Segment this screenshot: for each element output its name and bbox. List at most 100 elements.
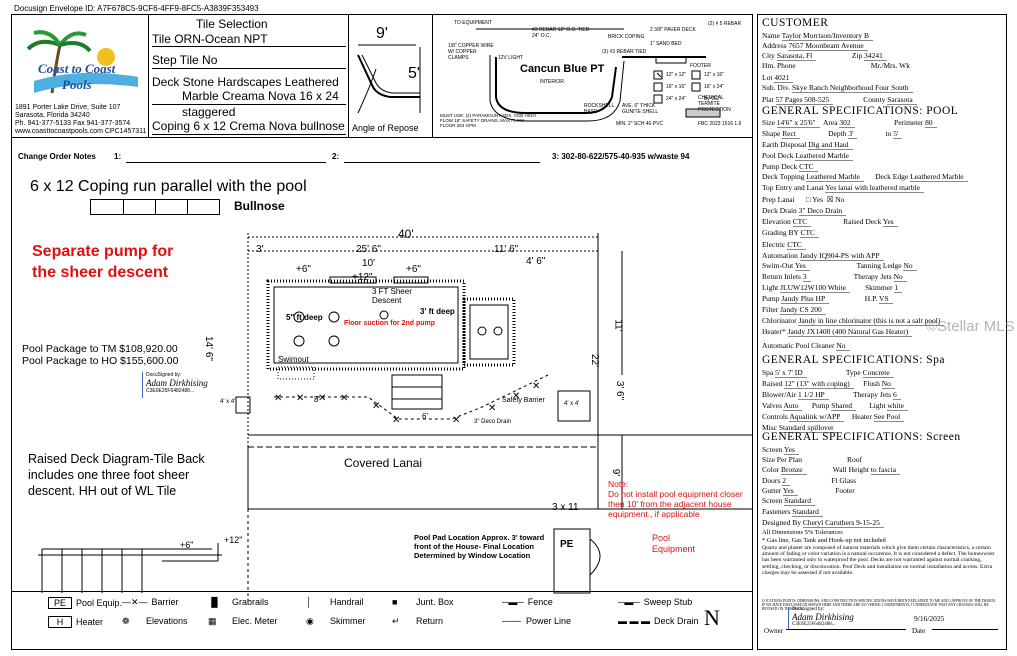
legend-label: Grabrails xyxy=(232,597,269,607)
pad-3x11: 3 x 11 xyxy=(552,502,579,513)
pe-label: PE xyxy=(560,539,574,550)
pool-size: 14'6" x 25'6" xyxy=(776,118,820,128)
dim-25-6: 25' 6" xyxy=(356,244,381,255)
owner-line xyxy=(786,629,906,630)
dim-4x4-left: 4' x 4' xyxy=(220,399,236,405)
change-order-label: Change Order Notes xyxy=(18,152,96,161)
legend-symbol-icon: ─▬─ xyxy=(618,597,640,607)
size-by-oc: By OC xyxy=(704,96,719,102)
legend-label: Pool Equip. xyxy=(76,598,123,608)
filter-row: Filter Jandy CS 200 xyxy=(762,305,826,315)
legend-symbol-icon: │ xyxy=(306,597,312,607)
pool-cross-section: Cancun Blue PT TO EQUIPMENT #3 REBAR 12"… xyxy=(436,17,748,135)
top-entry-row: Top Entry and Lanai Yes lanai with leath… xyxy=(762,183,924,193)
spa-misc: Standard spillover xyxy=(778,423,838,433)
section-fbc: FBC 2023 1516 1.6 xyxy=(698,121,742,127)
fine-print-1: Quartz and plaster are composed of natur… xyxy=(762,545,995,576)
spa-size: 5' x 7' ID xyxy=(775,368,807,378)
screen-gutter: Yes xyxy=(782,486,798,496)
change-order-1-line xyxy=(126,162,326,163)
prep-lanai-row: Prep Lanai □ Yes ☒ No xyxy=(762,195,845,204)
section-gunite: AVE. 6" THICK GUNITE SHELL xyxy=(622,103,659,115)
dim-9: 9' xyxy=(610,468,622,477)
screen-doors: 2 xyxy=(782,476,790,486)
legend-label: Skimmer xyxy=(330,616,366,626)
owner-docusigned-label: DocuSigned by: xyxy=(792,607,825,612)
spa-misc-row: Misc Standard spillover xyxy=(762,423,838,433)
legend-symbol-icon: ■ xyxy=(392,597,398,607)
raised-plus6: +6" xyxy=(180,540,194,550)
docusign-signature-box: DocuSigned by: Adam Dirkhising C3E0E25F6… xyxy=(142,372,222,398)
spa-raised-row: Raised 12" (13" with coping) Flush No xyxy=(762,379,895,389)
prep-lanai-no-checkbox: ☒ No xyxy=(826,195,845,204)
customer-lot: 4021 xyxy=(774,73,794,83)
header-divider-v3 xyxy=(432,15,433,137)
logo-line1: Coast to Coast xyxy=(38,61,116,76)
elevation: CTC xyxy=(792,217,812,227)
spa-controls: Aqualink w/APP xyxy=(789,412,845,422)
pool-depth-from: 3' xyxy=(848,129,858,139)
customer-county: Sarasota xyxy=(887,95,917,105)
legend-divider xyxy=(12,591,752,592)
palm-tree-logo-icon xyxy=(26,30,138,94)
legend-symbol-icon: ─── xyxy=(502,616,522,626)
automation: Jandy IQ904-PS with APP xyxy=(799,251,884,261)
customer-phone-row: Hm. Phone Mr./Mrs. Wk xyxy=(762,61,910,70)
section-chemical: CHEMICAL TERMITE PROTECTION xyxy=(698,95,731,113)
angle-of-repose-label: Angle of Repose xyxy=(352,123,419,133)
spa-light: white xyxy=(887,401,908,411)
top-entry: Yes lanai with leathered marble xyxy=(825,183,924,193)
docusigned-label: DocuSigned by: xyxy=(146,372,182,378)
section-footer: FOOTER xyxy=(690,63,711,69)
filter: Jandy CS 200 xyxy=(780,305,826,315)
spa-raised: 12" (13" with coping) xyxy=(784,379,854,389)
dim-10: 10' xyxy=(362,258,376,269)
screen-value: Yes xyxy=(784,445,799,455)
size-12x12: 12" x 12" xyxy=(666,72,686,78)
dim-plus12: +12" xyxy=(352,272,373,283)
legend-label: Sweep Stub xyxy=(643,597,693,607)
customer-address: 7657 Moonbeam Avenue xyxy=(788,41,868,51)
change-order-3: 3: 302-80-622/575-40-935 w/waste 94 xyxy=(552,152,690,161)
change-order-1: 1: xyxy=(114,152,122,161)
dim-6ft-bottom: 6' xyxy=(422,412,428,421)
header-divider xyxy=(12,137,752,138)
customer-name: Taylor Morrison/Inventory B xyxy=(781,31,874,41)
legend-item: ◉Skimmer xyxy=(306,616,366,627)
spa-flush: No xyxy=(881,379,895,389)
legend-item: ───Power Line xyxy=(502,616,571,626)
legend-label: Handrail xyxy=(330,597,364,607)
specifications-panel: CUSTOMER Name Taylor Morrison/Inventory … xyxy=(757,14,1007,650)
company-city: Sarasota, Florida 34240 xyxy=(15,112,90,119)
svg-text:✕: ✕ xyxy=(392,415,400,426)
owner-date: 9/16/2025 xyxy=(914,614,945,623)
svg-text:✕: ✕ xyxy=(318,393,326,404)
deck-edge: Leathered Marble xyxy=(910,172,968,182)
electric-row: Electric CTC xyxy=(762,240,806,250)
legend-item: ▬ ▬ ▬Deck Drain xyxy=(618,616,699,626)
auto-cleaner: No xyxy=(836,341,850,351)
signature-image: Adam Dirkhising xyxy=(146,378,208,388)
therapy-jets: No xyxy=(893,272,907,282)
dim-plus6-b: +6" xyxy=(406,264,421,275)
dim-3-6: 3' 6" xyxy=(614,380,626,401)
docusign-envelope-id: Docusign Envelope ID: A7F678C5-9CF6-4FF9… xyxy=(14,4,259,13)
section-sand: 1" SAND BED xyxy=(650,41,682,47)
legend-symbol-icon: ▐▌ xyxy=(208,597,221,607)
legend-label: Elec. Meter xyxy=(232,616,278,626)
elevation-row: Elevation CTC Raised Deck Yes xyxy=(762,217,898,227)
pool-perimeter: 80 xyxy=(925,118,937,128)
date-label: Date xyxy=(912,627,926,635)
customer-subdiv-row: Sub. Div. Skye Ranch Neighborhood Four S… xyxy=(762,83,913,93)
section-rebar5: (2) # 5 REBAR xyxy=(708,21,742,27)
designed-by-row: Designed By Cheryl Caruthers 9-15-25 xyxy=(762,518,884,528)
pool-shape-row: Shape Rect Depth 3' to 5' xyxy=(762,129,903,139)
section-must-use: MUST USE: (2) PARAMOUNT SDX, VGB HIGH FL… xyxy=(440,113,536,128)
pool-equipment-label: Pool Equipment xyxy=(652,533,696,554)
legend-label: Barrier xyxy=(151,597,179,607)
legend-symbol-icon: PE xyxy=(48,597,72,609)
dim-9ft: 9' xyxy=(376,25,388,42)
swimout-value: Yes xyxy=(794,261,810,271)
pump: Jandy Plus HP xyxy=(781,294,830,304)
